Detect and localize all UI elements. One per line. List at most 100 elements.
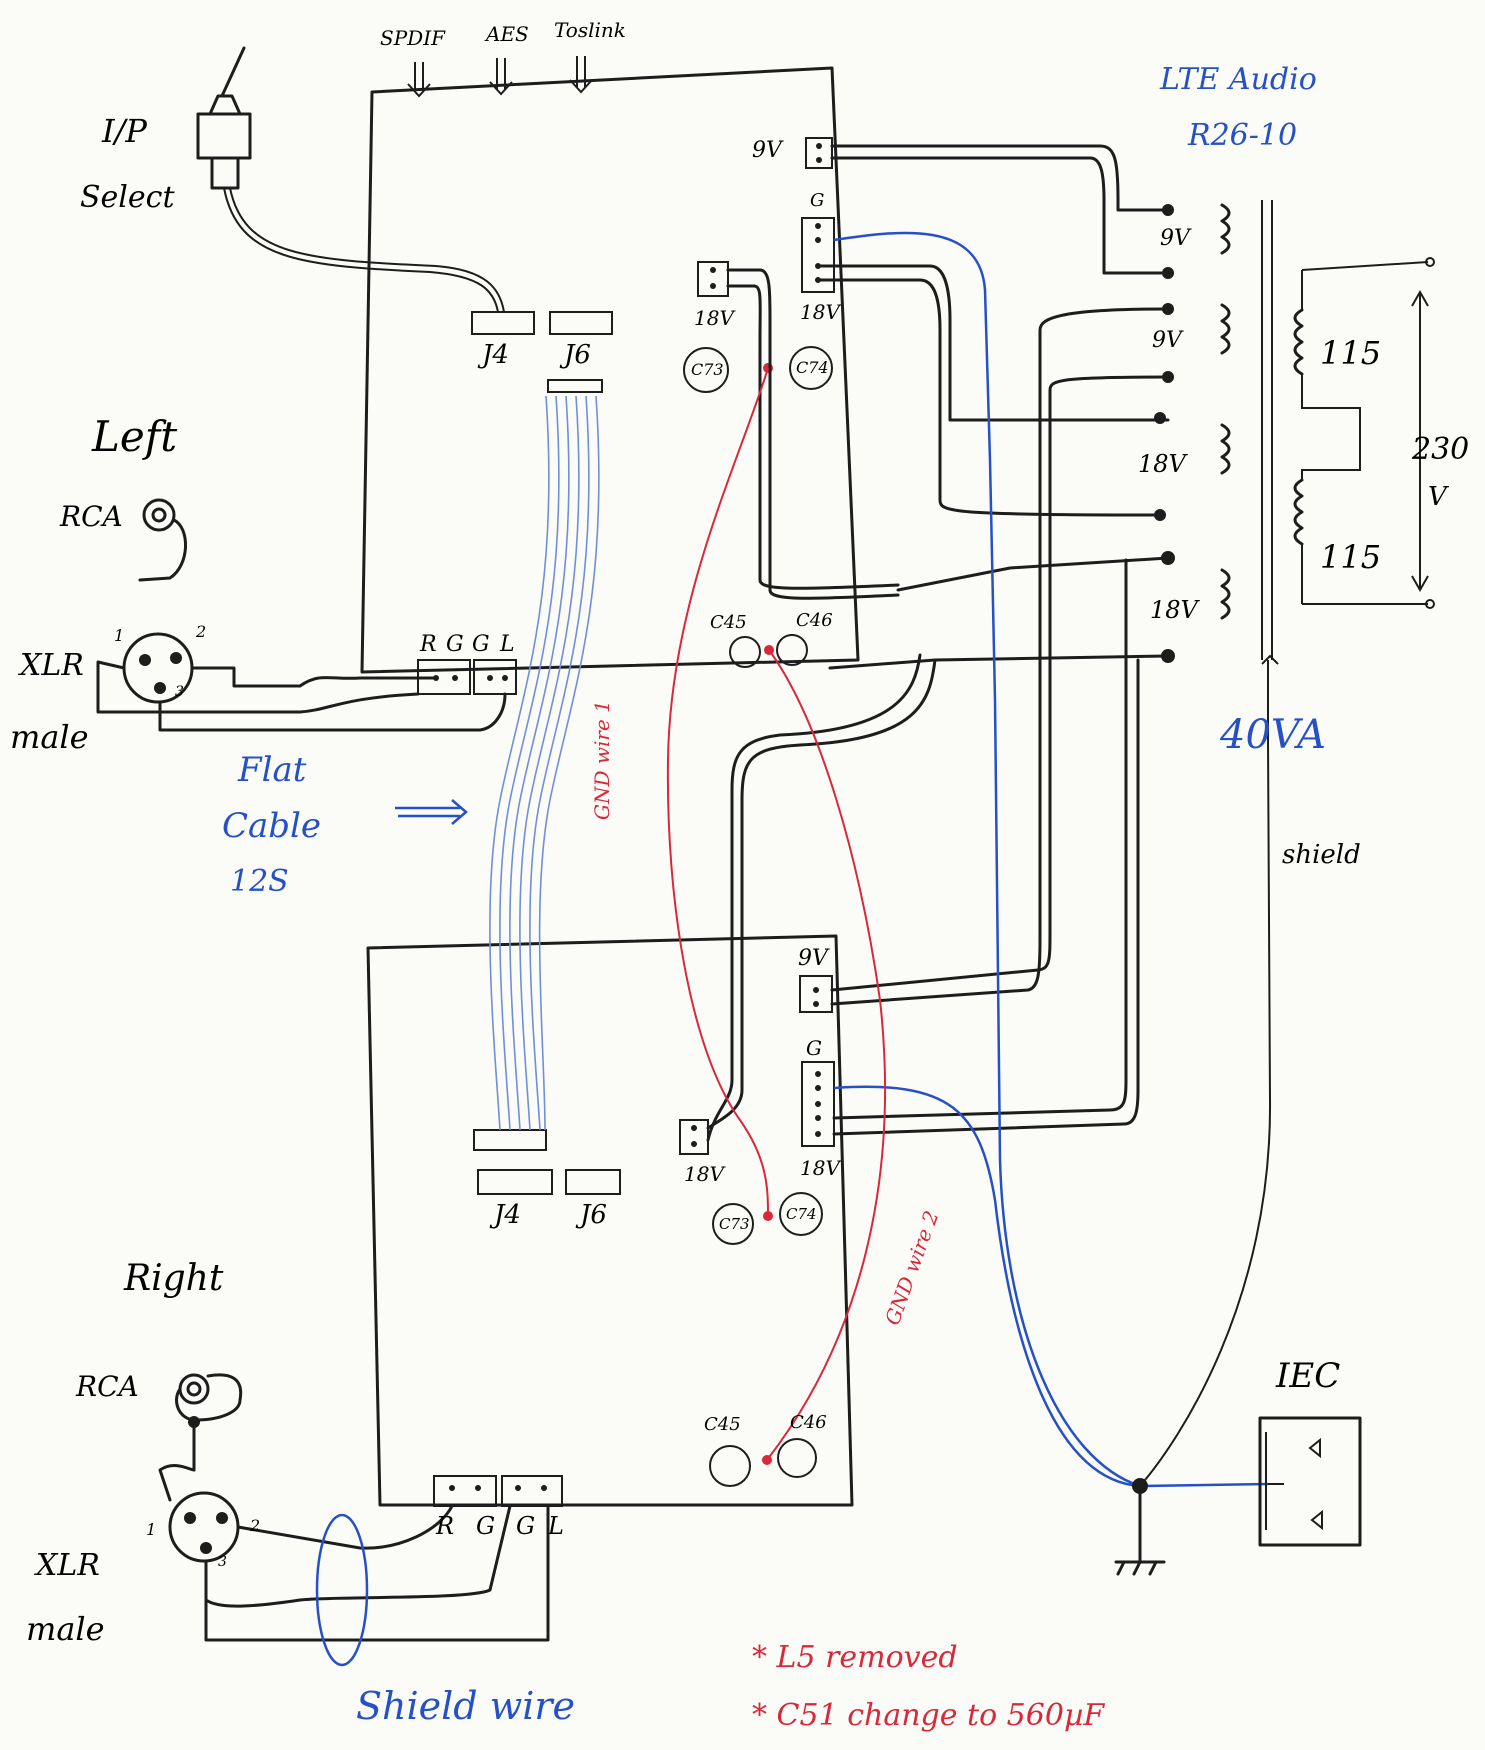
input-select-switch: [196, 46, 505, 313]
label-left-pin1: 1: [114, 626, 125, 645]
label-c46-bottom: C46: [790, 1412, 827, 1433]
label-sec-9v-b: 9V: [1152, 328, 1182, 353]
label-j4-bottom: J4: [494, 1200, 521, 1230]
label-left-rca: RCA: [60, 500, 123, 533]
output-terminal-rg-bottom: [433, 1475, 497, 1507]
label-transformer-rating: 40VA: [1220, 712, 1326, 758]
left-connectors: [96, 498, 507, 732]
c46-capacitor-bottom: [777, 1438, 817, 1478]
label-mains-voltage: 230: [1412, 432, 1470, 467]
flat-cable-arrow: [395, 799, 468, 825]
toroidal-transformer: [1154, 200, 1435, 663]
label-mains-unit: V: [1428, 482, 1447, 512]
label-j6-bottom: J6: [580, 1200, 607, 1230]
note-l5-removed: * L5 removed: [752, 1640, 958, 1675]
label-shield: shield: [1282, 840, 1361, 870]
label-18v-bottom-b: 18V: [800, 1156, 840, 1180]
power-wiring: [706, 144, 1279, 1487]
j6-connector: [549, 311, 613, 335]
label-9v-top: 9V: [752, 138, 782, 163]
label-right-pin3: 3: [218, 1554, 227, 1570]
label-out-l-bottom: L: [548, 1512, 564, 1540]
label-sec-18v-b: 18V: [1150, 596, 1198, 624]
g-connector: [801, 217, 835, 293]
flat-cable: [489, 379, 603, 1131]
shield-wire-marker: [315, 1513, 369, 1667]
label-12s: 12S: [230, 864, 289, 899]
label-transformer-brand: LTE Audio: [1160, 62, 1317, 97]
label-c73-top: C73: [691, 360, 724, 379]
label-out-g2-top: G: [472, 632, 490, 657]
label-ip: I/P: [102, 112, 147, 150]
label-flat: Flat: [238, 750, 307, 790]
right-rca-jack: [178, 1373, 210, 1405]
earth-symbol: [1114, 1478, 1166, 1576]
label-out-r-bottom: R: [436, 1512, 455, 1540]
c46-capacitor: [776, 634, 808, 666]
label-out-g1-top: G: [446, 632, 464, 657]
label-c46-top: C46: [796, 610, 833, 631]
left-rca-jack: [142, 498, 176, 532]
blue-ground-wires: [833, 231, 1269, 1488]
c74-capacitor: [789, 346, 833, 390]
label-transformer-model: R26-10: [1188, 118, 1298, 153]
j4-connector-bottom: [477, 1169, 553, 1195]
label-shield-wire: Shield wire: [356, 1684, 576, 1728]
iec-inlet: [1258, 1416, 1362, 1547]
label-c45-bottom: C45: [704, 1414, 741, 1435]
flat-cable-connector: [473, 1129, 547, 1151]
c74-capacitor-bottom: [779, 1192, 823, 1236]
label-iec: IEC: [1276, 1356, 1341, 1396]
9v-connector: [805, 137, 833, 169]
label-sec-9v-a: 9V: [1160, 226, 1190, 251]
label-left-pin2: 2: [196, 622, 207, 641]
label-g-bottom: G: [806, 1036, 822, 1060]
9v-connector-bottom: [799, 975, 833, 1013]
j6-connector-bottom: [565, 1169, 621, 1195]
c73-capacitor-bottom: [712, 1203, 754, 1245]
label-out-g2-bottom: G: [516, 1512, 536, 1540]
label-left-pin3: 3: [175, 684, 184, 700]
label-right-pin1: 1: [146, 1520, 157, 1539]
label-g-top: G: [810, 190, 825, 211]
label-out-l-top: L: [500, 632, 515, 657]
label-aes: AES: [486, 22, 529, 46]
g-connector-bottom: [801, 1061, 835, 1147]
label-c45-top: C45: [710, 612, 747, 633]
label-right-rca: RCA: [76, 1370, 139, 1403]
label-right-male: male: [26, 1610, 105, 1648]
label-toslink: Toslink: [554, 18, 626, 42]
label-select: Select: [80, 180, 175, 215]
label-18v-top-b: 18V: [800, 300, 840, 324]
label-spdif: SPDIF: [380, 26, 445, 50]
label-out-g1-bottom: G: [476, 1512, 496, 1540]
output-terminal-gl: [473, 659, 517, 695]
label-c73-bottom: C73: [719, 1215, 750, 1233]
j4-connector: [471, 311, 535, 335]
spdif-input-arrow: [407, 62, 431, 98]
label-c74-top: C74: [796, 358, 829, 377]
aes-input-arrow: [489, 58, 513, 96]
label-9v-bottom: 9V: [798, 946, 828, 971]
label-j4-top: J4: [482, 340, 509, 370]
label-18v-bottom-a: 18V: [684, 1162, 724, 1186]
label-left: Left: [92, 412, 178, 461]
label-primary-115-a: 115: [1320, 334, 1382, 372]
label-left-xlr: XLR: [20, 648, 84, 683]
label-18v-top-a: 18V: [694, 306, 734, 330]
toslink-input-arrow: [569, 56, 593, 94]
label-sec-18v-a: 18V: [1138, 450, 1186, 478]
label-gnd-wire-1: GND wire 1: [590, 700, 614, 820]
label-primary-115-b: 115: [1320, 538, 1382, 576]
note-c51-change: * C51 change to 560µF: [752, 1698, 1105, 1733]
label-right-xlr: XLR: [36, 1548, 100, 1583]
output-terminal-gl-bottom: [501, 1475, 563, 1507]
c45-capacitor: [729, 636, 761, 668]
c73-capacitor: [683, 347, 729, 393]
label-right-pin2: 2: [250, 1516, 261, 1535]
c45-capacitor-bottom: [709, 1445, 751, 1487]
bottom-board: [366, 934, 854, 1507]
label-cable: Cable: [222, 806, 322, 846]
label-right: Right: [124, 1258, 224, 1299]
